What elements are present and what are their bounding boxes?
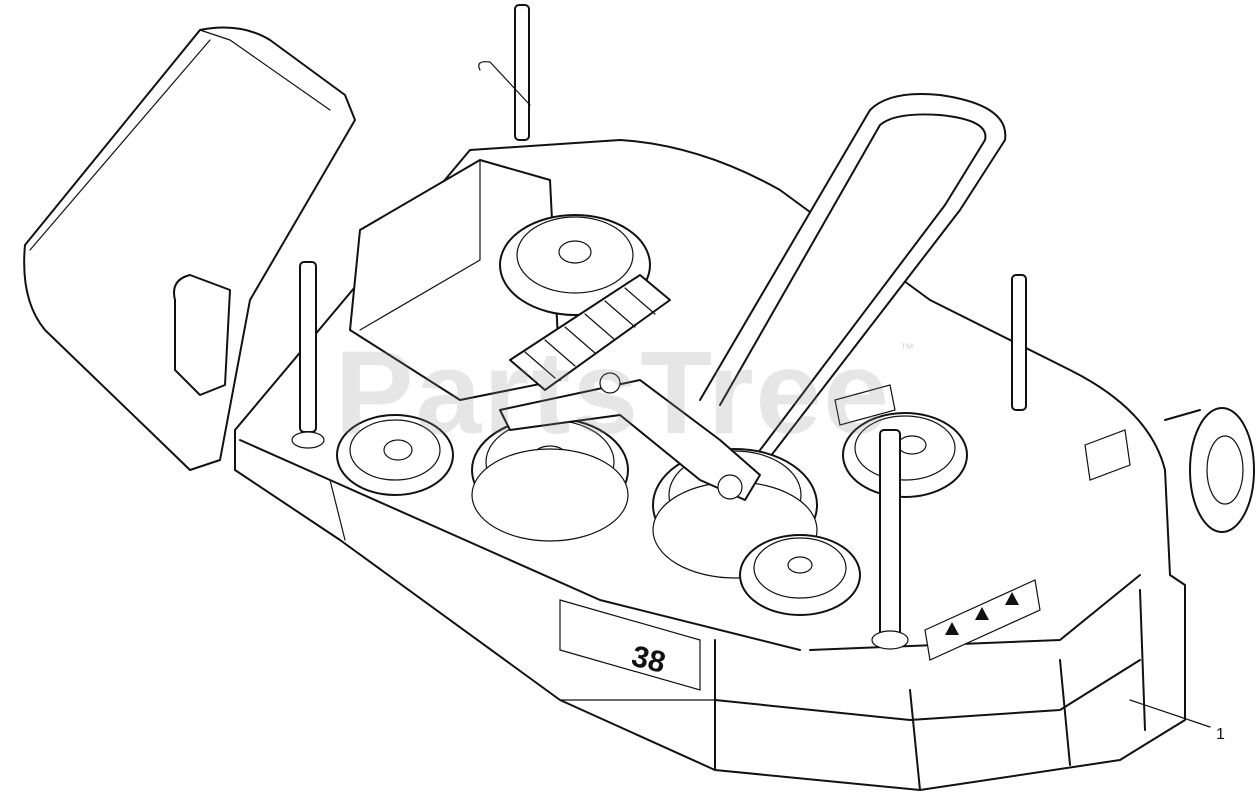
belt-routing-decal [834,384,896,426]
callout-leader-1 [1129,699,1211,728]
anti-scalp-wheel [1164,407,1255,533]
watermark: PartsTree [335,327,891,459]
warning-decal [924,579,1041,661]
pulley-left-idler [336,414,454,496]
tension-spring [509,274,671,391]
watermark-trademark: ™ [900,340,914,356]
height-rod-right-rear [1011,274,1027,411]
pulley-left-spindle [471,417,629,542]
pulley-top-idler [499,214,651,316]
discharge-chute [23,26,356,471]
pulley-front-idler [739,534,861,616]
height-rod-rear-left [478,4,531,141]
idler-arm [499,372,761,501]
height-rod-left [291,261,325,449]
callout-label-1[interactable]: 1 [1216,726,1225,743]
deck-handle [699,93,1007,471]
height-rod-front [871,429,909,650]
brand-decal [1084,429,1131,481]
deck-size-marking: 38 [628,640,668,680]
